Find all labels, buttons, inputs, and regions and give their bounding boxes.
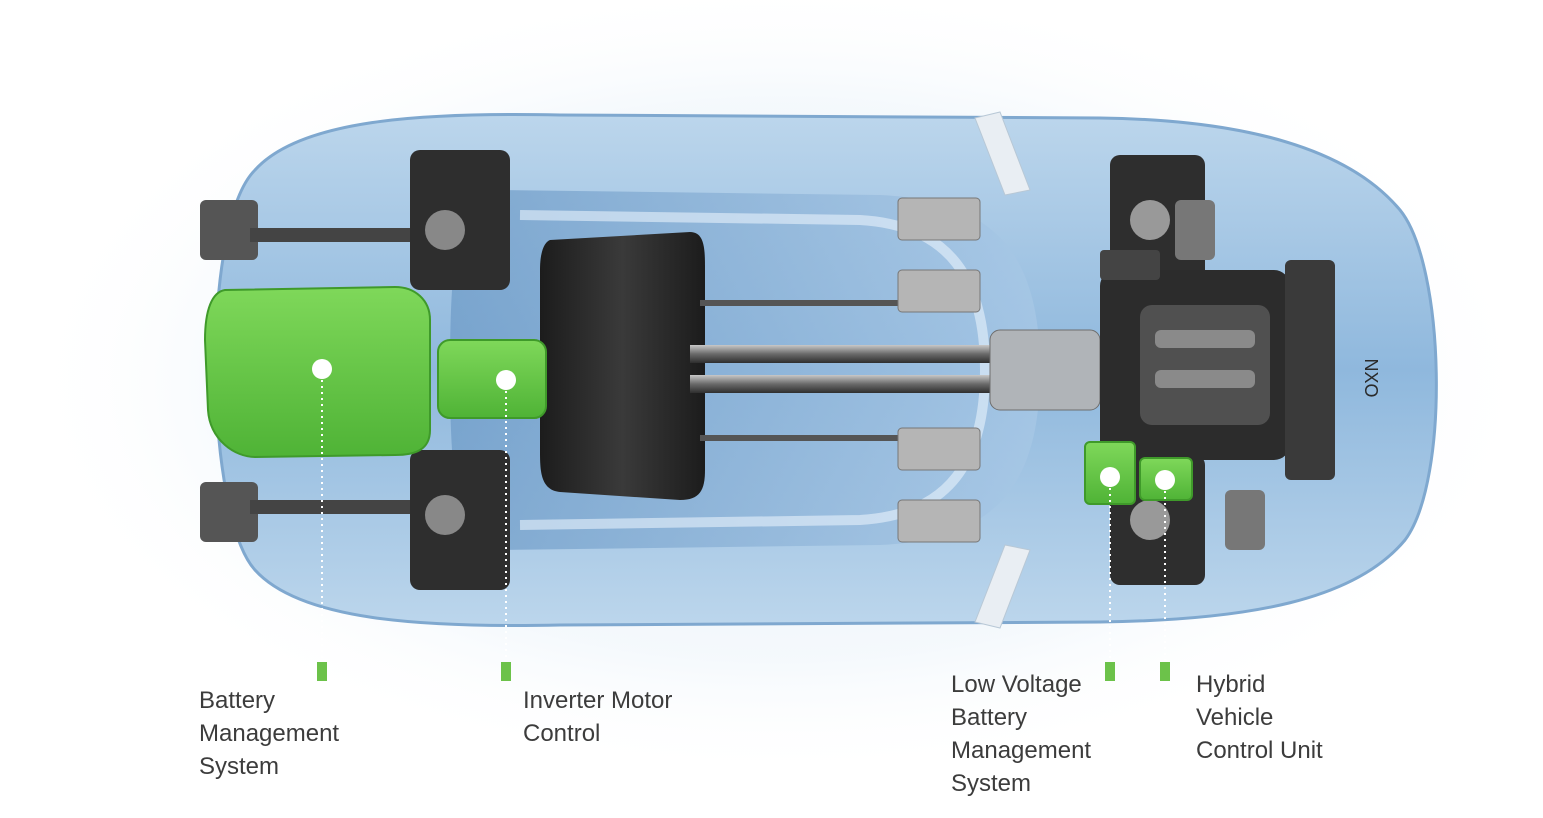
callout-bms [312, 359, 332, 681]
label-low-voltage-battery-management-system: Low Voltage Battery Management System [951, 668, 1091, 800]
label-inverter-motor-control: Inverter Motor Control [523, 684, 672, 750]
label-line: Vehicle [1196, 704, 1274, 731]
marker-dot [496, 370, 516, 390]
label-line: Battery [951, 704, 1028, 731]
label-line: System [199, 753, 280, 780]
engine-assembly [989, 250, 1335, 480]
callout-imc [496, 370, 516, 681]
fuel-tank [540, 232, 705, 500]
label-line: Control [523, 720, 601, 747]
rear-axle-assembly [200, 150, 510, 590]
drivetrain-pipes [690, 300, 1010, 441]
marker-dot [1155, 470, 1175, 490]
label-line: Control Unit [1196, 737, 1323, 764]
leader-tab [1160, 662, 1170, 681]
marker-dot [1100, 467, 1120, 487]
marker-dot [312, 359, 332, 379]
callout-hvcu [1155, 470, 1175, 681]
label-line: Inverter Motor [523, 687, 673, 714]
inverter-motor-unit [437, 339, 547, 419]
mirror-top [974, 111, 1031, 196]
label-line: Hybrid [1196, 671, 1266, 698]
leader-tab [501, 662, 511, 681]
mirror-bottom [974, 544, 1031, 629]
leader-tab [317, 662, 327, 681]
label-line: System [951, 770, 1032, 797]
label-line: Management [951, 737, 1092, 764]
label-line: Battery [199, 687, 276, 714]
leader-tab [1105, 662, 1115, 681]
label-line: Low Voltage [951, 671, 1082, 698]
callout-lvbms [1100, 467, 1120, 681]
brand-logo: NXO [1361, 358, 1381, 397]
label-battery-management-system: Battery Management System [199, 684, 339, 783]
label-line: Management [199, 720, 340, 747]
label-hybrid-vehicle-control-unit: Hybrid Vehicle Control Unit [1196, 668, 1323, 767]
electronic-modules [897, 197, 981, 543]
